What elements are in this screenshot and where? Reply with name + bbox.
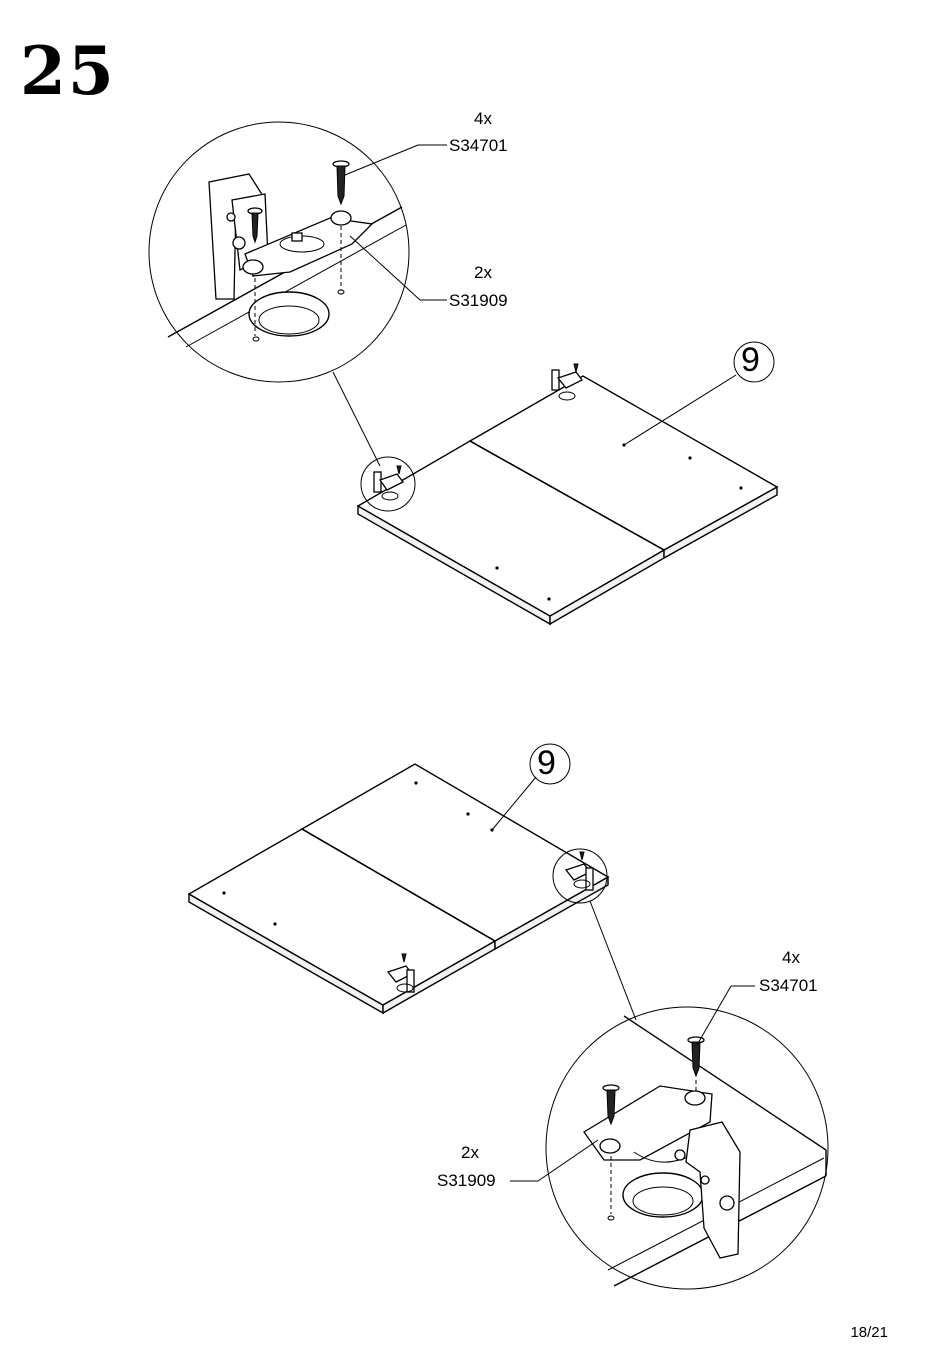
- top-panel-icon: [358, 364, 777, 624]
- top-detail-magnifier-icon: [149, 122, 409, 466]
- hinge-quantity: 2x: [461, 1144, 479, 1161]
- drill-hole-icon: [249, 292, 329, 336]
- screw-code: S34701: [759, 977, 818, 994]
- page-number: 18/21: [850, 1324, 888, 1341]
- hinge-quantity: 2x: [474, 264, 492, 281]
- panel-callout-number: 9: [741, 343, 760, 377]
- screw-quantity: 4x: [474, 110, 492, 127]
- drill-hole-icon: [623, 1173, 703, 1217]
- panel-callout-number: 9: [537, 746, 556, 780]
- hinge-code: S31909: [449, 292, 508, 309]
- hinge-code: S31909: [437, 1172, 496, 1189]
- bottom-panel-icon: [189, 764, 608, 1013]
- screw-quantity: 4x: [782, 949, 800, 966]
- screw-code: S34701: [449, 137, 508, 154]
- hinge-icon: [209, 174, 372, 299]
